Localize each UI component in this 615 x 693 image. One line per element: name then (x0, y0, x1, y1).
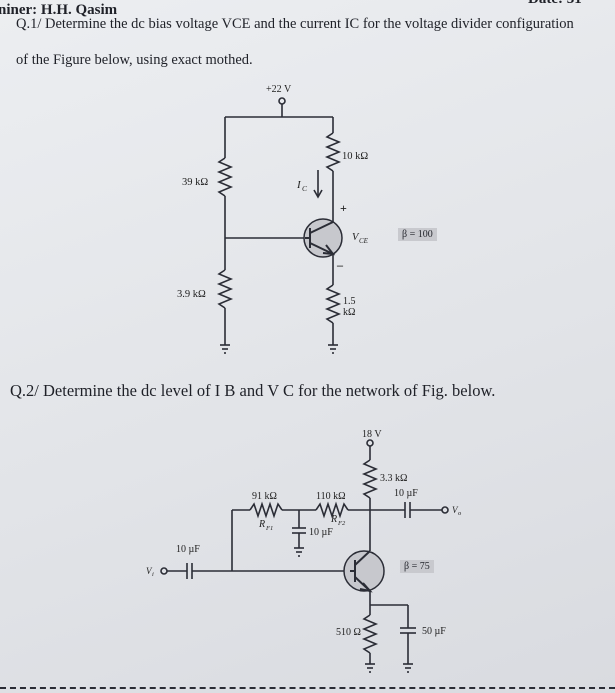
vi-subscript: i (152, 571, 154, 578)
vce-minus: – (336, 258, 344, 272)
resistor-r1 (216, 157, 234, 197)
beta-badge-2: β = 75 (400, 560, 434, 573)
cout-label: 10 µF (394, 488, 418, 499)
r2-label: 3.9 kΩ (177, 289, 206, 300)
rf2-subscript: F2 (337, 520, 346, 527)
rc-label-2: 3.3 kΩ (380, 473, 407, 484)
re-label-2: 510 Ω (336, 627, 361, 638)
resistor-r2 (216, 269, 234, 309)
vo-subscript: o (458, 510, 462, 517)
rf2-name-label: R (330, 514, 337, 525)
resistor-rc-1 (324, 132, 342, 172)
cin-label: 10 µF (176, 544, 200, 555)
transistor-q1 (303, 218, 343, 258)
supply-label-2: 18 V (362, 429, 382, 440)
rf1-subscript: F1 (265, 525, 273, 532)
vce-label: V (352, 232, 360, 243)
ic-subscript: C (302, 184, 308, 193)
ce-label: 50 µF (422, 626, 446, 637)
question-1-line-1: Q.1/ Determine the dc bias voltage VCE a… (16, 16, 574, 32)
resistor-re-2 (361, 614, 379, 654)
question-1-line-2: of the Figure below, using exact mothed. (16, 52, 253, 68)
rf2-value-label: 110 kΩ (316, 491, 346, 502)
date-fragment: Date: 31 (528, 0, 582, 8)
input-terminal (160, 567, 168, 575)
resistor-rf1 (249, 501, 283, 519)
output-terminal (441, 506, 449, 514)
re-value-label: 1.5 (343, 296, 356, 307)
rf1-value-label: 91 kΩ (252, 491, 277, 502)
page-bottom-dashed-border (0, 687, 615, 689)
r1-label: 39 kΩ (182, 177, 208, 188)
question-2-text: Q.2/ Determine the dc level of I B and V… (10, 381, 496, 400)
resistor-re-1 (324, 284, 342, 324)
re-unit-label: kΩ (343, 307, 355, 318)
supply-terminal-2 (366, 439, 374, 447)
cmid-label: 10 µF (309, 527, 333, 538)
resistor-rc-2 (361, 459, 379, 499)
vo-label: V (452, 505, 459, 515)
rc-label-1: 10 kΩ (342, 151, 368, 162)
transistor-q2 (343, 550, 385, 593)
beta-badge-1: β = 100 (398, 228, 437, 241)
supply-label-1: +22 V (266, 84, 292, 95)
vce-subscript: CE (359, 237, 369, 245)
vi-label: V (146, 566, 153, 576)
resistor-rf2 (315, 501, 349, 519)
rf1-name-label: R (258, 519, 265, 530)
ic-label: I (296, 179, 302, 191)
vce-plus: + (340, 201, 347, 215)
examiner-name: niner: H.H. Qasim (0, 2, 118, 18)
